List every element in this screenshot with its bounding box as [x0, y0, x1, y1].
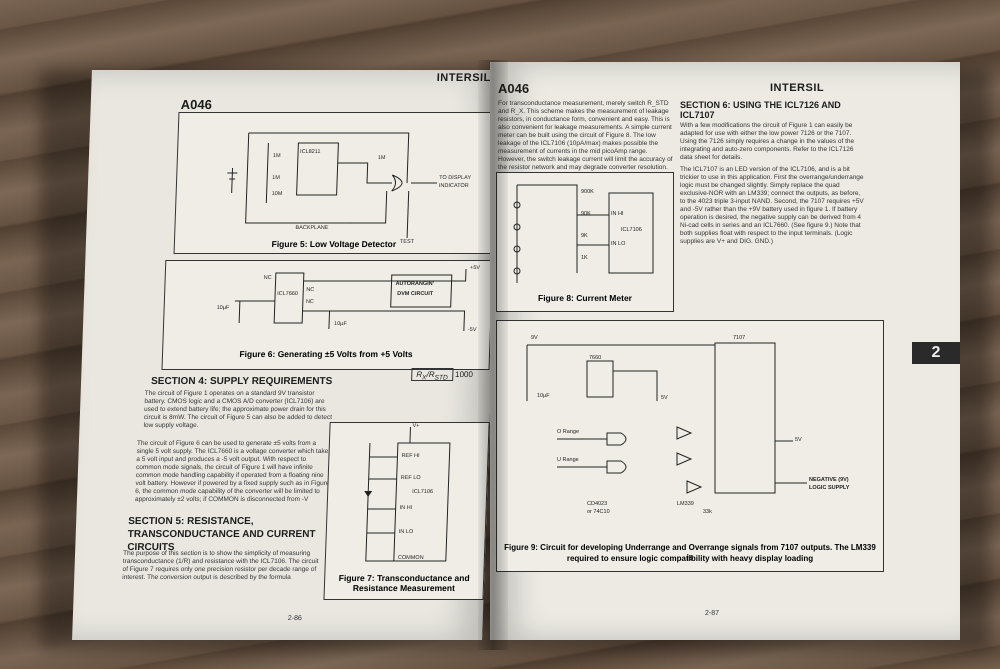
figure-5-caption: Figure 5: Low Voltage Detector: [271, 239, 397, 249]
fig9-label-orange: O Range: [557, 429, 580, 435]
fig5-label-4: 1M: [272, 175, 280, 181]
section-6-title: SECTION 6: USING THE ICL7126 AND ICL7107: [680, 100, 841, 120]
figure-6-schematic: [234, 269, 467, 331]
section-4-paragraph-2: The circuit of Figure 6 can be used to g…: [134, 440, 332, 503]
fig9-label-logic-supply: LOGIC SUPPLY: [809, 485, 850, 491]
figure-9: 9V 7660 10µF 5V 7107 O Range U Range CD4…: [496, 320, 884, 572]
section-4-paragraph-1: The circuit of Figure 1 operates on a st…: [143, 390, 333, 429]
right-page-number: 2-87: [705, 610, 720, 617]
figure-9-caption-line-2: required to ensure logic compatibility w…: [566, 554, 814, 563]
fig9-label-7107: 7107: [733, 335, 746, 341]
fig9-label-cap: 10µF: [537, 393, 550, 399]
left-header-code: A046: [180, 97, 213, 112]
figure-6-caption: Figure 6: Generating ±5 Volts from +5 Vo…: [239, 349, 413, 359]
section-6-paragraph-1: With a few modifications the circuit of …: [680, 122, 855, 161]
section-5-paragraph-1: The purpose of this section is to show t…: [122, 550, 319, 581]
fig9-label-negative: NEGATIVE (9V): [809, 477, 849, 483]
fig5-label-indicator: INDICATOR: [438, 183, 469, 189]
fig7-label-vplus: V+: [412, 423, 420, 429]
figure-8: 900K 90K 9K 1K IN HI IN LO ICL7106 Figur…: [496, 172, 674, 312]
fig7-label-chip: ICL7106: [412, 489, 434, 495]
formula-multiplier: 1000: [454, 370, 474, 379]
fig8-label-r2: 90K: [581, 211, 591, 217]
fig7-label-inlo: IN LO: [398, 529, 414, 535]
figure-8-caption: Figure 8: Current Meter: [538, 293, 632, 303]
left-page: A046 INTERSIL 1M ICL8211 1M 1M 10M TO DI…: [72, 70, 502, 640]
fig6-label-dvm: DVM CIRCUIT: [397, 291, 434, 297]
fig7-label-common: COMMON: [397, 555, 424, 561]
fig8-label-inhi: IN HI: [611, 211, 624, 217]
formula: RX/RSTD 1000: [411, 368, 474, 382]
section-tab: 2: [912, 342, 960, 364]
figure-9-caption-line-1: Figure 9: Circuit for developing Underra…: [504, 543, 876, 562]
section-5-title: SECTION 5: RESISTANCE, TRANSCONDUCTANCE …: [127, 516, 316, 553]
fig5-label-3: 1M: [377, 155, 386, 161]
fig9-label-7660: 7660: [589, 355, 602, 361]
fig9-label-5v: 5V: [661, 395, 668, 401]
section-6-paragraph-2: The ICL7107 is an LED version of the ICL…: [680, 166, 864, 245]
right-logo: INTERSIL: [770, 82, 825, 94]
left-page-number: 2-86: [287, 615, 302, 622]
figure-7-schematic: [364, 427, 451, 562]
fig8-label-chip: ICL7106: [621, 227, 642, 233]
figure-8-schematic: [513, 184, 654, 283]
figure-5: 1M ICL8211 1M 1M 10M TO DISPLAY INDICATO…: [173, 112, 499, 254]
fig9-label-33k: 33k: [703, 509, 712, 515]
fig6-label-cap2: 10µF: [333, 321, 347, 327]
right-top-text: For transconductance measurement, merely…: [498, 100, 673, 171]
fig6-label-nc1: NC: [263, 275, 272, 281]
fig9-label-lm339: LM339: [677, 501, 694, 507]
fig9-label-9v: 9V: [531, 335, 538, 341]
fig5-label-display: TO DISPLAY: [439, 175, 472, 181]
fig6-label-cap1: 10µF: [216, 305, 230, 311]
fig7-label-inhi: IN HI: [399, 505, 413, 511]
fig8-label-inlo: IN LO: [611, 241, 626, 247]
right-page: A046 INTERSIL For transconductance measu…: [490, 62, 960, 640]
fig6-label-autorange: AUTORANGIN': [395, 281, 435, 287]
fig8-label-r3: 9K: [581, 233, 588, 239]
fig7-label-reflo: REF LO: [400, 475, 421, 481]
fig9-label-urange: U Range: [557, 457, 579, 463]
book-spine: [478, 60, 508, 650]
fig6-label-nc2: NC: [306, 287, 315, 293]
figure-5-schematic: [227, 132, 438, 238]
fig6-label-nc3: NC: [305, 299, 314, 305]
figure-7: V+ REF HI REF LO ICL7106 IN HI IN LO COM…: [323, 422, 490, 600]
fig6-label-minus5: -5V: [467, 327, 477, 333]
figure-6: NC NC NC ICL7660 AUTORANGIN' DVM CIRCUIT…: [161, 260, 494, 370]
fig7-label-refhi: REF HI: [401, 453, 420, 459]
figure-9-schematic: [526, 342, 807, 494]
fig5-label-chip: ICL8211: [299, 149, 321, 155]
fig8-label-r4: 1K: [581, 255, 588, 261]
fig5-label-5: 10M: [271, 191, 283, 197]
fig5-label-backplane: BACKPLANE: [295, 225, 329, 231]
fig5-label-1: 1M: [272, 153, 281, 159]
fig9-label-cd4023: CD4023: [587, 501, 608, 507]
fig9-label-74c10: or 74C10: [587, 509, 610, 515]
fig6-label-chip: ICL7660: [277, 291, 299, 297]
right-header-code: A046: [498, 81, 530, 96]
fig9-label-5v-2: 5V: [795, 437, 802, 443]
fig8-label-r1: 900K: [581, 189, 594, 195]
section-4-title: SECTION 4: SUPPLY REQUIREMENTS: [150, 376, 333, 387]
figure-7-caption: Figure 7: Transconductance and Resistanc…: [338, 573, 470, 593]
